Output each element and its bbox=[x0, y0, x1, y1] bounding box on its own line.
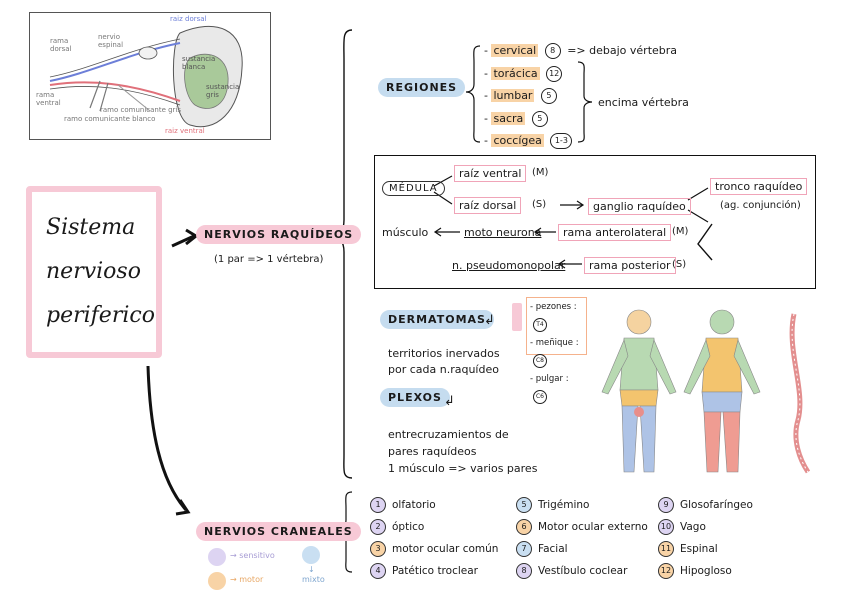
label-sustancia-gris: sustancia gris bbox=[206, 83, 240, 99]
main-title-card: Sistema nervioso periferico bbox=[26, 186, 162, 358]
label-comunicante-blanco: ramo comunicante blanco bbox=[64, 115, 156, 123]
body-back bbox=[683, 309, 761, 473]
dermatome-body-figures bbox=[601, 309, 811, 474]
plexos-arrow: ↲ bbox=[444, 394, 455, 409]
regiones-list: - cervical 8 => debajo vértebra - toráci… bbox=[484, 40, 677, 153]
plexos-label: PLEXOS bbox=[380, 388, 450, 407]
legend-mixto-arrow: ↓ bbox=[308, 565, 315, 574]
dermatomas-desc-1: territorios inervados bbox=[388, 347, 500, 360]
raiz-ventral-box: raíz ventral bbox=[454, 165, 527, 182]
regiones-label: REGIONES bbox=[378, 78, 466, 97]
title-line-3: periferico bbox=[46, 303, 155, 328]
ref-pezones: - pezones :T4 bbox=[530, 298, 586, 334]
region-cervical: - cervical 8 => debajo vértebra bbox=[484, 43, 678, 59]
dermatomas-tab-mark bbox=[512, 303, 522, 331]
ganglio-box: ganglio raquídeo bbox=[588, 198, 691, 215]
label-rama-ventral: rama ventral bbox=[36, 91, 61, 107]
raiz-dorsal-tag: (S) bbox=[532, 199, 547, 210]
label-sustancia-blanca: sustancia blanca bbox=[182, 55, 216, 71]
ref-menique: - meñique :C8 bbox=[530, 334, 586, 370]
region-lumbar: - lumbar 5 bbox=[484, 85, 677, 108]
ref-pulgar: - pulgar :C6 bbox=[530, 370, 586, 406]
raiz-dorsal-box: raíz dorsal bbox=[454, 197, 522, 214]
legend-sensitivo-dot bbox=[208, 548, 226, 566]
plexos-desc-1: entrecruzamientos de bbox=[388, 428, 509, 441]
legend-mixto: mixto bbox=[302, 575, 325, 584]
tronco-note: (ag. conjunción) bbox=[720, 200, 801, 211]
spine-column bbox=[789, 313, 811, 474]
spinal-cord-figure: raiz dorsal raiz ventral rama dorsal ram… bbox=[29, 12, 271, 140]
rama-posterior-tag: (S) bbox=[672, 259, 687, 270]
title-line-1: Sistema bbox=[46, 215, 136, 240]
label-comunicante-gris: ramo comunicante gris bbox=[100, 106, 182, 114]
legend-sensitivo: → sensitivo bbox=[230, 551, 275, 560]
legend-motor: → motor bbox=[230, 575, 264, 584]
regiones-encima: encima vértebra bbox=[598, 96, 689, 109]
rama-posterior-box: rama posterior bbox=[584, 257, 676, 274]
rama-anterolateral-box: rama anterolateral bbox=[558, 224, 672, 241]
label-rama-dorsal: rama dorsal bbox=[50, 37, 72, 53]
rama-anterolateral-tag: (M) bbox=[672, 226, 689, 237]
medula-box bbox=[374, 155, 816, 289]
legend-mixto-dot bbox=[302, 546, 320, 564]
dermatomas-ref-box: - pezones :T4 - meñique :C8 - pulgar :C6 bbox=[526, 297, 587, 404]
title-line-2: nervioso bbox=[46, 259, 141, 284]
region-toracica: - torácica 12 bbox=[484, 63, 677, 86]
legend-motor-dot bbox=[208, 572, 226, 590]
raiz-ventral-tag: (M) bbox=[532, 167, 549, 178]
nervios-craneales-label: NERVIOS CRANEALES bbox=[196, 522, 361, 541]
moto-neurona: moto neurona bbox=[464, 226, 542, 239]
musculo-label: músculo bbox=[382, 226, 429, 239]
plexos-desc-2: pares raquídeos bbox=[388, 445, 477, 458]
tronco-box: tronco raquídeo bbox=[710, 178, 808, 195]
medula-label: MÉDULA bbox=[382, 181, 445, 196]
region-sacra: - sacra 5 bbox=[484, 108, 677, 131]
dermatomas-label: DERMATOMAS bbox=[380, 310, 494, 329]
plexos-desc-3: 1 músculo => varios pares bbox=[388, 462, 538, 475]
dermatomas-arrow: ↲ bbox=[484, 313, 495, 328]
pseudomonopolar: n. pseudomonopolar bbox=[452, 259, 566, 272]
region-coccigea: - coccígea 1-3 bbox=[484, 130, 677, 153]
dermatomas-desc-2: por cada n.raquídeo bbox=[388, 363, 499, 376]
spinal-cord-illustration bbox=[49, 25, 243, 128]
label-nervio-espinal: nervio espinal bbox=[98, 33, 124, 49]
nervios-raquideos-note: (1 par => 1 vértebra) bbox=[214, 254, 324, 265]
body-front bbox=[601, 309, 677, 473]
label-raiz-ventral: raiz ventral bbox=[165, 127, 205, 135]
nervios-raquideos-label: NERVIOS RAQUÍDEOS bbox=[196, 225, 362, 244]
label-raiz-dorsal: raiz dorsal bbox=[170, 15, 207, 23]
